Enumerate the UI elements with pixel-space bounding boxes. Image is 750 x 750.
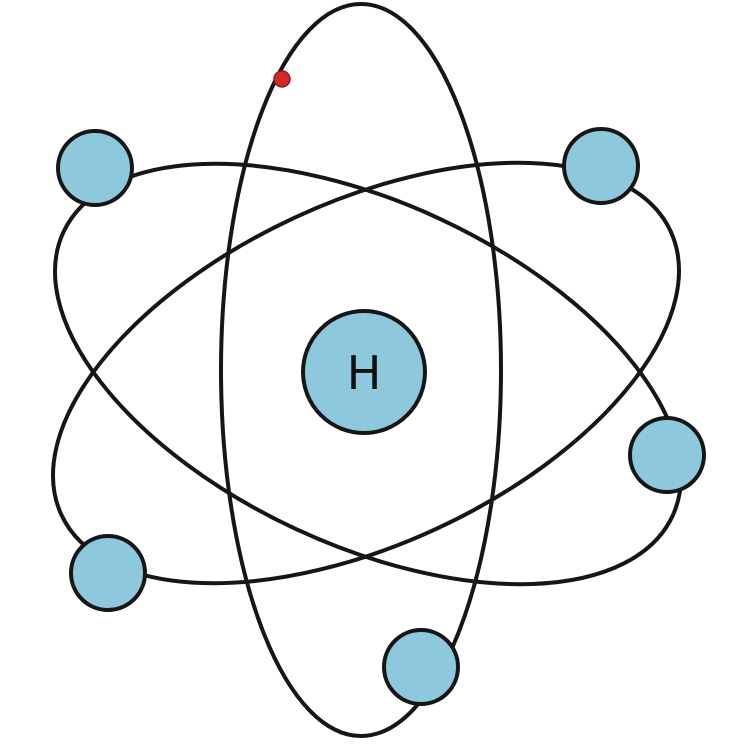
nucleus-label: H bbox=[347, 346, 382, 400]
electrons bbox=[56, 127, 706, 706]
electron-top-right bbox=[562, 127, 640, 205]
electron-right bbox=[628, 416, 706, 494]
nucleus-circle bbox=[301, 309, 427, 435]
falling-orbit bbox=[53, 161, 683, 587]
electron-bottom-left bbox=[69, 534, 147, 612]
nucleus: H bbox=[301, 309, 427, 435]
electron-bottom bbox=[382, 628, 460, 706]
orbits bbox=[51, 2, 683, 738]
vertical-orbit bbox=[219, 2, 503, 738]
rising-orbit bbox=[51, 160, 681, 586]
red-marker-dot bbox=[273, 70, 291, 88]
electron-top-left bbox=[56, 129, 134, 207]
